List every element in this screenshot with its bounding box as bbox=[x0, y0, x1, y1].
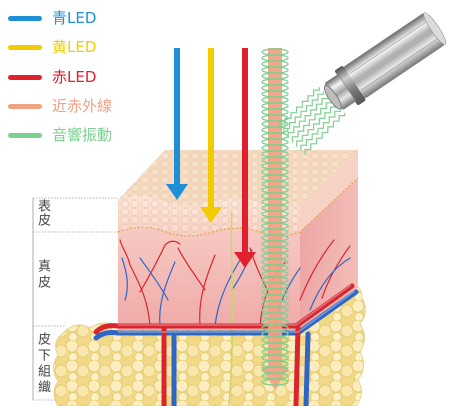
vessel-highlights bbox=[118, 284, 356, 333]
vein-vertical-right bbox=[303, 331, 311, 406]
device-groove bbox=[360, 37, 439, 91]
vein-horizontal bbox=[93, 289, 359, 341]
acoustic-wave-line bbox=[296, 104, 337, 147]
legend-item-blue-led: 青LED bbox=[8, 8, 96, 28]
acoustic-wave-line bbox=[291, 100, 333, 143]
capillary-artery bbox=[299, 239, 335, 301]
capillary-artery bbox=[129, 264, 151, 327]
capillary-artery bbox=[177, 247, 206, 291]
artery-horizontal bbox=[93, 283, 355, 335]
device-collar bbox=[335, 66, 366, 105]
device-end-cap bbox=[423, 12, 447, 45]
legend-item-near-infrared: 近赤外線 bbox=[8, 96, 112, 116]
device-emitter-lens bbox=[323, 85, 342, 110]
acoustic-wave-line bbox=[283, 91, 325, 134]
capillary-artery bbox=[199, 254, 216, 327]
capillary-vein bbox=[214, 259, 241, 327]
epidermis-right-face bbox=[300, 150, 358, 232]
device-handpiece bbox=[323, 12, 447, 110]
acoustic-wave-line bbox=[300, 108, 342, 151]
device-groove bbox=[354, 29, 434, 83]
layer-label-epidermis: 表皮 bbox=[35, 199, 50, 227]
layer-brackets bbox=[32, 197, 118, 401]
red-led-arrow bbox=[234, 48, 256, 268]
legend-item-red-led: 赤LED bbox=[8, 67, 96, 87]
blue-led-arrow bbox=[166, 48, 188, 200]
legend-label-yellow-led: 黄LED bbox=[52, 38, 97, 56]
capillary-vein bbox=[309, 257, 351, 311]
acoustic-wave-line bbox=[304, 112, 346, 156]
legend-swatch-blue bbox=[8, 15, 42, 21]
legend-swatch-acoustic bbox=[8, 132, 42, 138]
legend-label-red-led: 赤LED bbox=[52, 68, 97, 86]
device-groove bbox=[349, 21, 428, 75]
nerve-fiber bbox=[228, 211, 234, 406]
acoustic-wave-line bbox=[287, 95, 329, 139]
legend-label-acoustic-vibration: 音響振動 bbox=[52, 126, 113, 144]
capillary-vein bbox=[159, 261, 176, 327]
legend-label-near-infrared: 近赤外線 bbox=[52, 97, 113, 115]
artery-vertical-right bbox=[293, 325, 301, 406]
legend-swatch-yellow bbox=[8, 44, 42, 50]
acoustic-wave-line bbox=[279, 87, 320, 130]
legend-swatch-near-infrared bbox=[8, 103, 42, 109]
capillary-artery bbox=[119, 239, 131, 266]
red-led-arrow-head bbox=[234, 252, 256, 268]
layer-label-dermis: 真皮 bbox=[35, 259, 50, 291]
legend-swatch-red bbox=[8, 74, 42, 80]
capillary-vein bbox=[139, 257, 169, 301]
vessel-highlight bbox=[118, 290, 356, 333]
layer-label-subcutis: 皮下組織 bbox=[35, 332, 50, 396]
yellow-led-arrow-head bbox=[200, 207, 222, 223]
capillary-artery bbox=[139, 244, 166, 293]
acoustic-wave-lines bbox=[279, 87, 346, 156]
legend-item-acoustic-vibration: 音響振動 bbox=[8, 125, 112, 145]
legend-item-yellow-led: 黄LED bbox=[8, 37, 96, 57]
capillary-artery bbox=[164, 240, 181, 246]
vessel-highlight bbox=[118, 284, 352, 326]
main-blood-vessels bbox=[93, 283, 359, 406]
yellow-led-arrow bbox=[200, 48, 222, 223]
acoustic-vibration-coil bbox=[261, 48, 289, 386]
legend-label-blue-led: 青LED bbox=[52, 9, 97, 27]
blue-led-arrow-head bbox=[166, 184, 188, 200]
capillary-vein bbox=[121, 257, 128, 301]
